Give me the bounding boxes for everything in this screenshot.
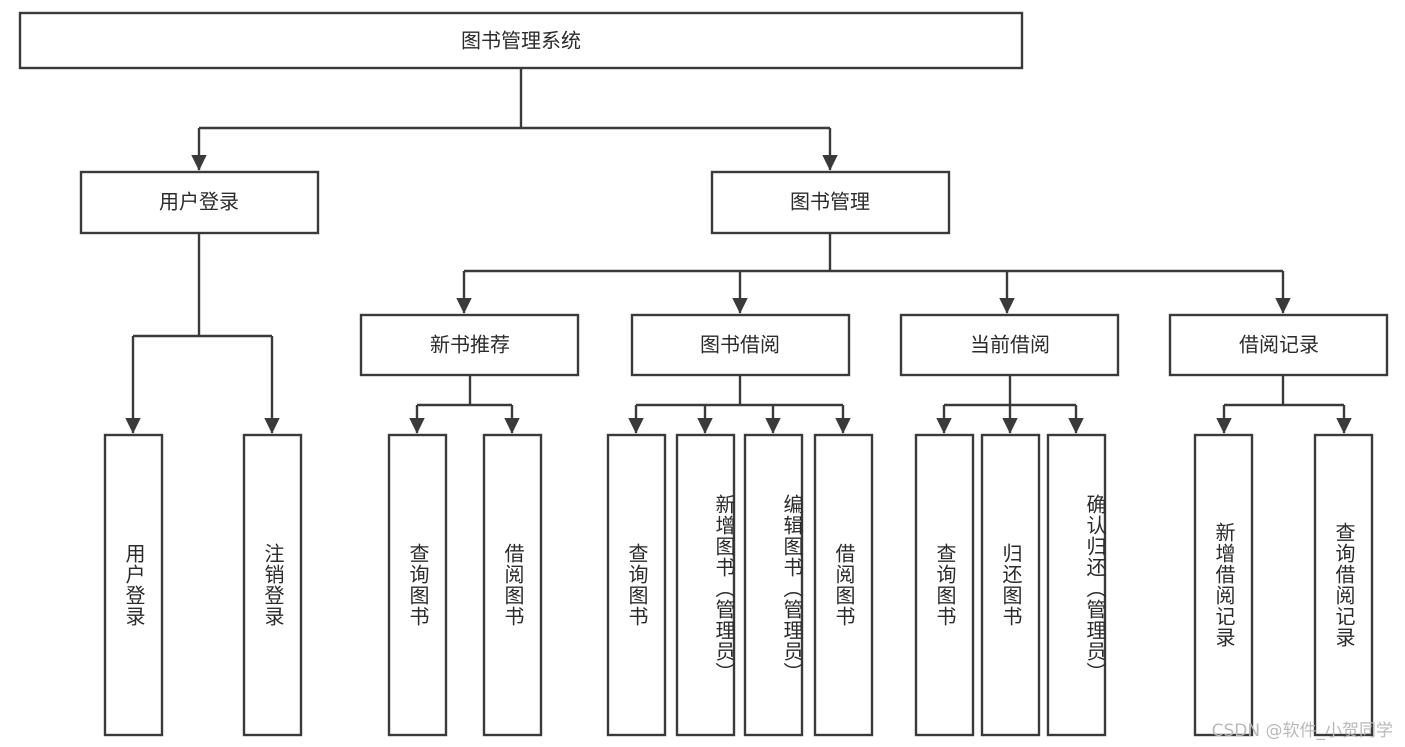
node-leaf-confirm-return-box[interactable] bbox=[1046, 433, 1107, 737]
node-leaf-logout-login-box[interactable] bbox=[242, 433, 303, 737]
node-new-book-recommend-label: 新书推荐 bbox=[430, 333, 510, 357]
node-leaf-add-record-box[interactable] bbox=[1193, 433, 1254, 737]
node-leaf-query-record-label: 查询借阅记录 bbox=[1332, 522, 1356, 648]
csdn-watermark: CSDN @软件_小贺同学 bbox=[1211, 721, 1393, 741]
node-leaf-return-book-label: 归还图书 bbox=[999, 543, 1023, 627]
node-leaf-borrow-book-2-label: 借阅图书 bbox=[832, 543, 856, 627]
node-current-borrow-box[interactable] bbox=[899, 313, 1120, 377]
node-user-login-box[interactable] bbox=[79, 170, 320, 235]
node-new-book-recommend-box[interactable] bbox=[359, 313, 580, 377]
node-leaf-query-book-2-label: 查询图书 bbox=[625, 543, 649, 627]
node-book-manage-box[interactable] bbox=[710, 170, 951, 235]
node-current-borrow-label: 当前借阅 bbox=[970, 333, 1050, 357]
node-root-box[interactable] bbox=[18, 11, 1024, 70]
node-leaf-query-book-1-box[interactable] bbox=[387, 433, 448, 737]
node-book-borrow-label: 图书借阅 bbox=[700, 333, 780, 357]
node-leaf-query-book-3-label: 查询图书 bbox=[933, 543, 957, 627]
node-leaf-query-book-2-box[interactable] bbox=[606, 433, 667, 737]
node-layer bbox=[18, 11, 1389, 737]
node-leaf-borrow-book-1-box[interactable] bbox=[482, 433, 543, 737]
node-leaf-query-book-1-label: 查询图书 bbox=[406, 543, 430, 627]
node-book-borrow-box[interactable] bbox=[630, 313, 851, 377]
node-leaf-query-book-3-box[interactable] bbox=[914, 433, 975, 737]
node-leaf-borrow-book-1-label: 借阅图书 bbox=[501, 543, 525, 627]
connector-layer bbox=[125, 68, 1352, 434]
node-leaf-return-book-box[interactable] bbox=[980, 433, 1041, 737]
node-borrow-record-label: 借阅记录 bbox=[1239, 333, 1319, 357]
node-leaf-edit-book-label: 编辑图书（管理员） bbox=[780, 493, 804, 683]
node-leaf-borrow-book-2-box[interactable] bbox=[813, 433, 874, 737]
node-leaf-user-login-box[interactable] bbox=[103, 433, 164, 737]
node-user-login-label: 用户登录 bbox=[159, 190, 239, 214]
node-leaf-logout-login-label: 注销登录 bbox=[261, 543, 285, 627]
node-leaf-add-record-label: 新增借阅记录 bbox=[1212, 522, 1236, 648]
node-leaf-add-book-box[interactable] bbox=[675, 433, 736, 737]
node-leaf-edit-book-box[interactable] bbox=[743, 433, 804, 737]
node-leaf-confirm-return-label: 确认归还（管理员） bbox=[1083, 493, 1107, 683]
node-leaf-add-book-label: 新增图书（管理员） bbox=[712, 493, 736, 683]
node-book-manage-label: 图书管理 bbox=[790, 190, 870, 214]
node-leaf-query-record-box[interactable] bbox=[1313, 433, 1374, 737]
horizontal-label-layer: 图书管理系统 用户登录 图书管理 新书推荐 图书借阅 当前借阅 借阅记录 bbox=[159, 29, 1319, 357]
node-borrow-record-box[interactable] bbox=[1168, 313, 1389, 377]
node-root-label: 图书管理系统 bbox=[461, 29, 581, 53]
node-leaf-user-login-label: 用户登录 bbox=[122, 543, 146, 627]
